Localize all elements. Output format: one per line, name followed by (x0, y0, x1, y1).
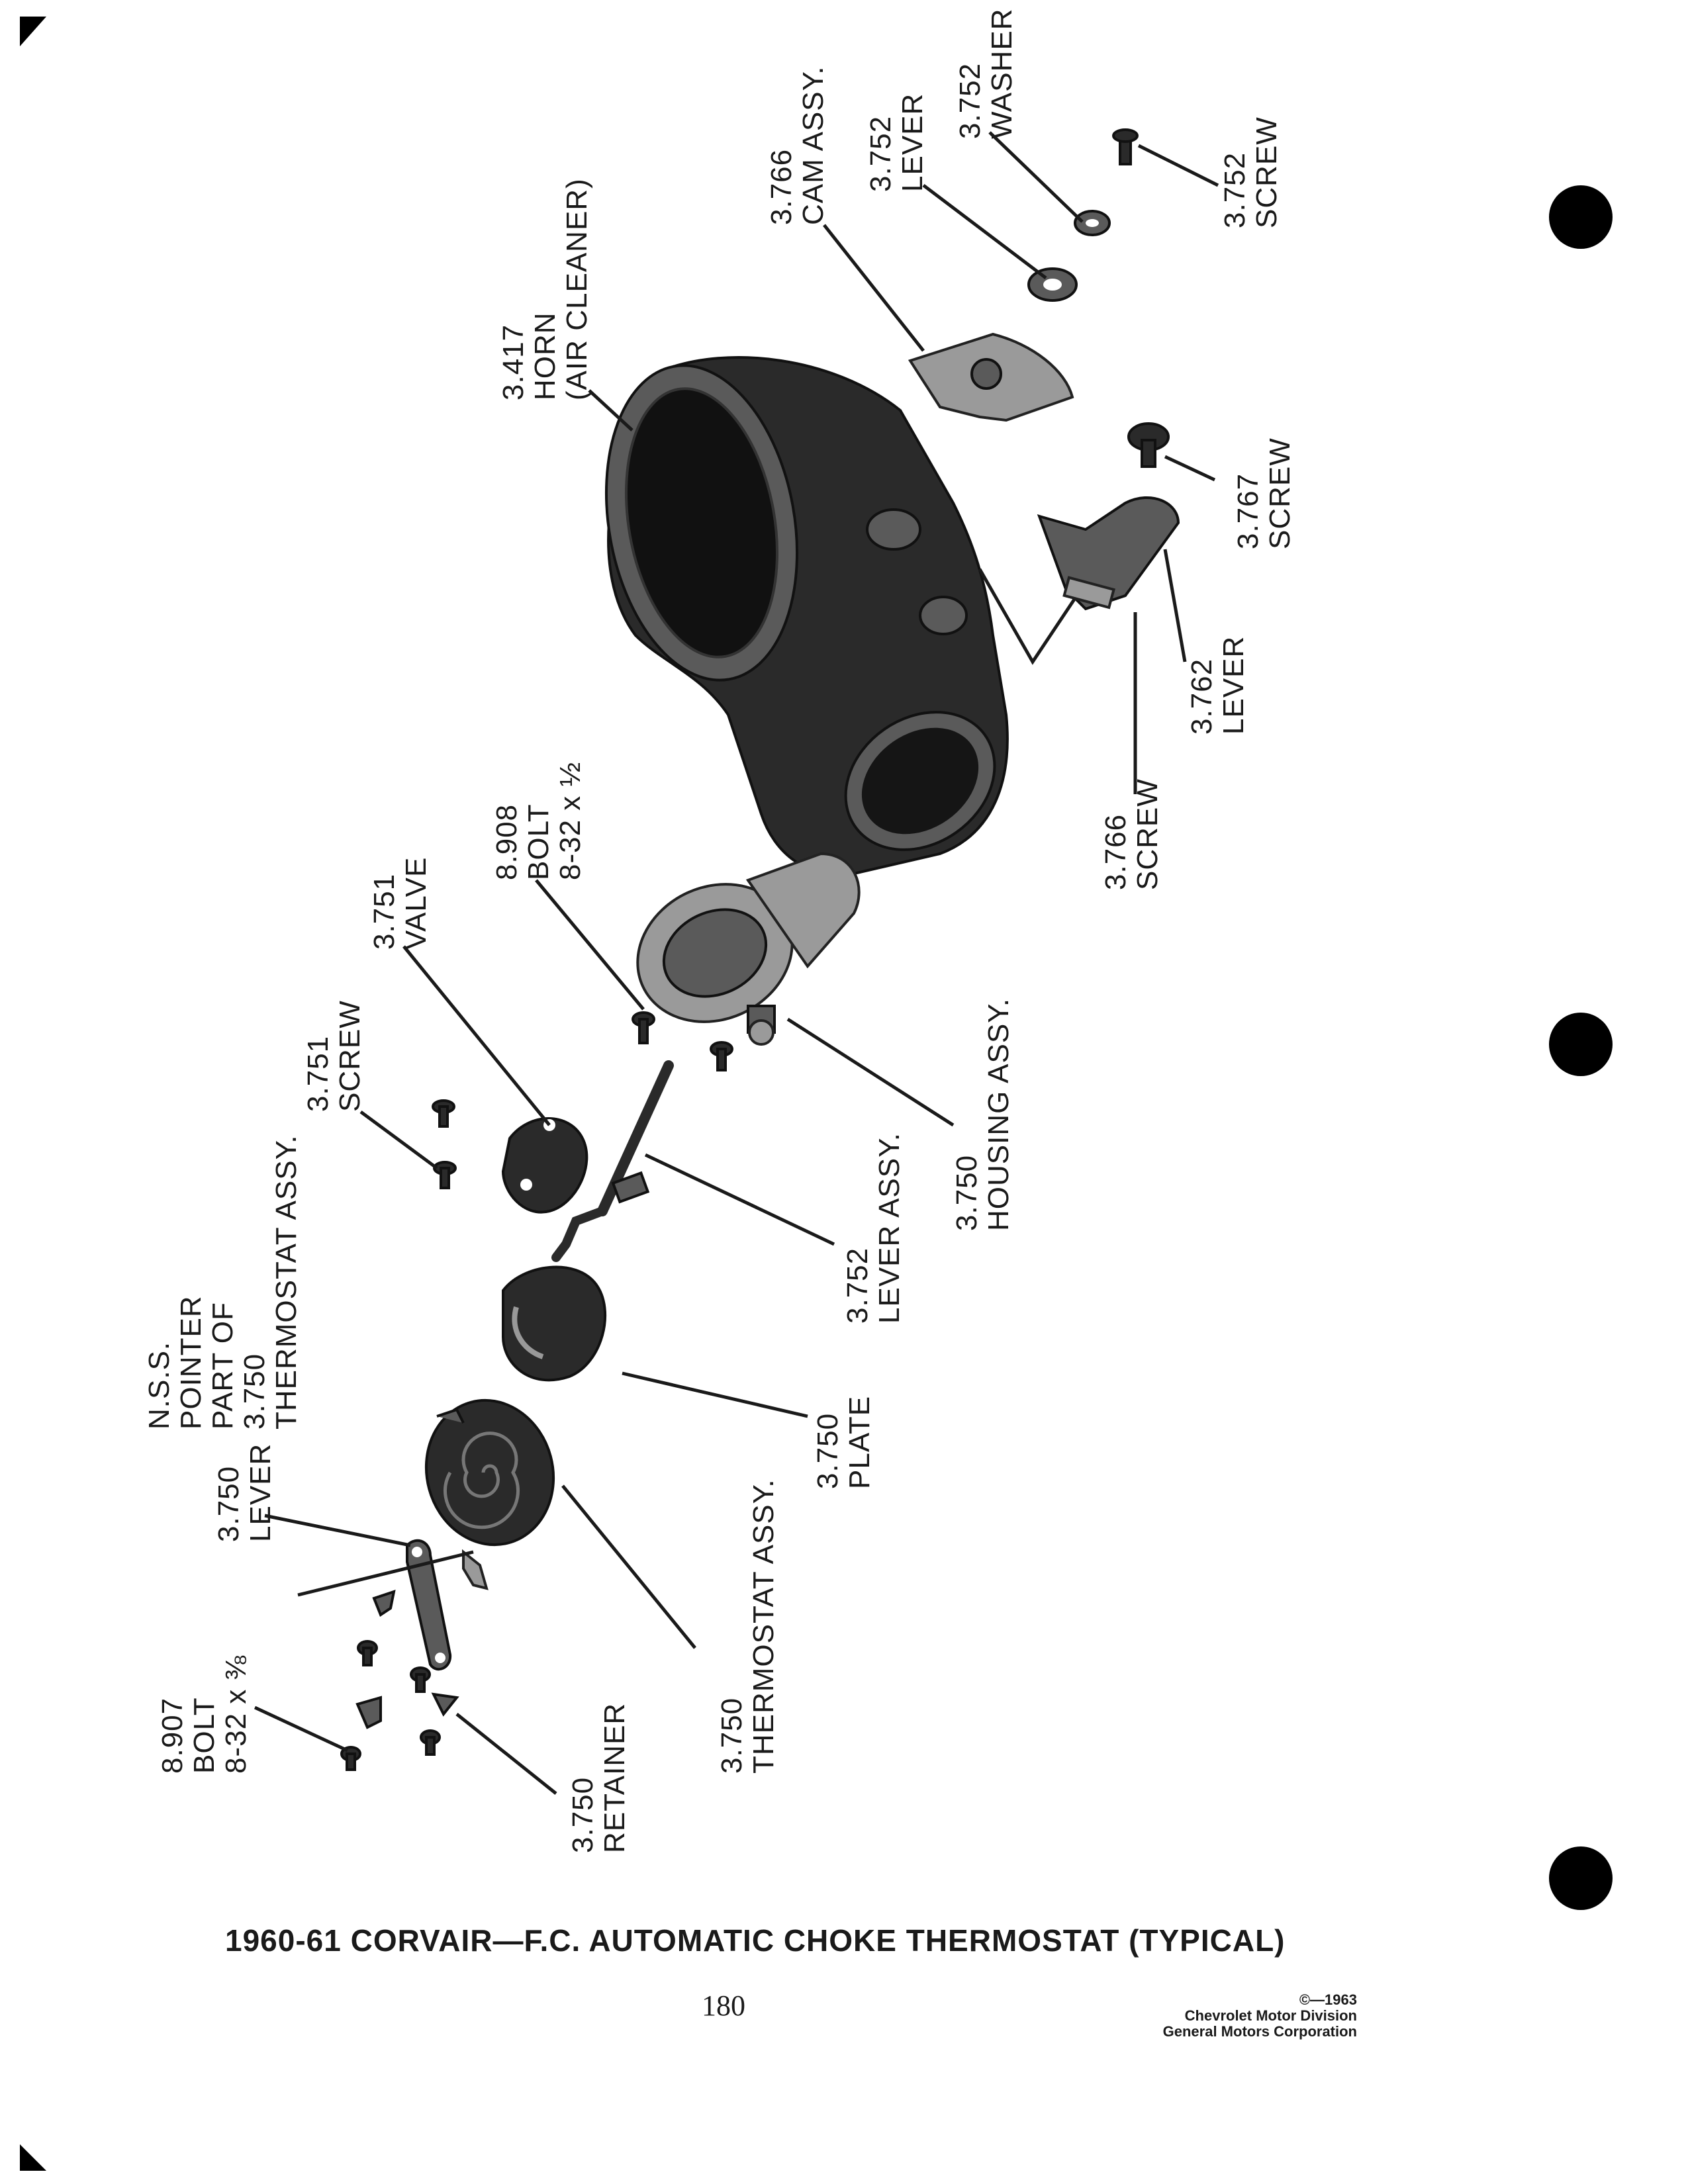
lever-assembly-part (551, 1060, 674, 1262)
small-screw-part (1112, 128, 1139, 165)
label-lever-assy-3752: 3.752 LEVER ASSY. (841, 1132, 906, 1324)
label-horn-3417: 3.417 HORN (AIR CLEANER) (497, 178, 593, 400)
label-bolt-8907: 8.907 BOLT 8-32 x ⅜ (156, 1655, 252, 1774)
binder-hole-middle (1549, 1013, 1613, 1076)
corner-mark-bottom-left (20, 2144, 46, 2171)
cam-assembly-part (908, 332, 1074, 422)
label-retainer-3750: 3.750 RETAINER (567, 1703, 631, 1853)
thermostat-assembly-part (424, 1398, 555, 1547)
valve-part (501, 1117, 588, 1214)
label-screw-3766: 3.766 SCREW (1100, 778, 1164, 890)
copyright-block: ©—1963 Chevrolet Motor Division General … (1163, 1992, 1357, 2040)
label-plate-3750: 3.750 PLATE (812, 1396, 876, 1489)
pointer-part (462, 1549, 489, 1590)
copyright-division: Chevrolet Motor Division (1184, 2007, 1357, 2024)
label-screw-3767: 3.767 SCREW (1232, 437, 1296, 549)
thermostat-lever-part (406, 1539, 452, 1671)
label-bolt-8908: 8.908 BOLT 8-32 x ½ (491, 762, 586, 880)
small-lever-part (1027, 267, 1078, 302)
binder-hole-bottom (1549, 1846, 1613, 1910)
label-cam-assy-3766: 3.766 CAM ASSY. (765, 66, 829, 225)
corner-mark-top-left (20, 17, 46, 46)
copyright-year: ©—1963 (1299, 1991, 1357, 2008)
label-housing-3750: 3.750 HOUSING ASSY. (951, 998, 1015, 1231)
label-lever-3752: 3.752 LEVER (865, 93, 929, 192)
label-washer-3752: 3.752 WASHER (954, 9, 1018, 140)
binder-hole-top (1549, 185, 1613, 249)
valve-screws-part (432, 1099, 457, 1189)
label-screw-3751: 3.751 SCREW (302, 1000, 366, 1112)
plate-part (502, 1265, 606, 1382)
label-screw-3752: 3.752 SCREW (1219, 116, 1283, 228)
label-lever-3750: 3.750 LEVER (212, 1443, 277, 1542)
horn-part (604, 356, 1009, 876)
washer-part (1074, 210, 1111, 236)
page-number: 180 (702, 1989, 745, 2022)
label-valve-3751: 3.751 VALVE (368, 857, 432, 950)
figure-caption: 1960-61 CORVAIR—F.C. AUTOMATIC CHOKE THE… (225, 1923, 1286, 1958)
lever-screw-part (1127, 422, 1170, 468)
label-pointer-nss: N.S.S. POINTER PART OF 3.750 THERMOSTAT … (143, 1134, 303, 1430)
copyright-corporation: General Motors Corporation (1162, 2023, 1357, 2040)
label-thermostat-3750: 3.750 THERMOSTAT ASSY. (716, 1479, 780, 1774)
lever-part (1037, 496, 1180, 611)
leader-lines (254, 131, 1219, 1795)
housing-bolts-part (632, 1011, 733, 1071)
housing-assembly-part (636, 852, 861, 1046)
label-lever-3762: 3.762 LEVER (1186, 636, 1250, 735)
retainer-hardware-part (340, 1590, 459, 1771)
